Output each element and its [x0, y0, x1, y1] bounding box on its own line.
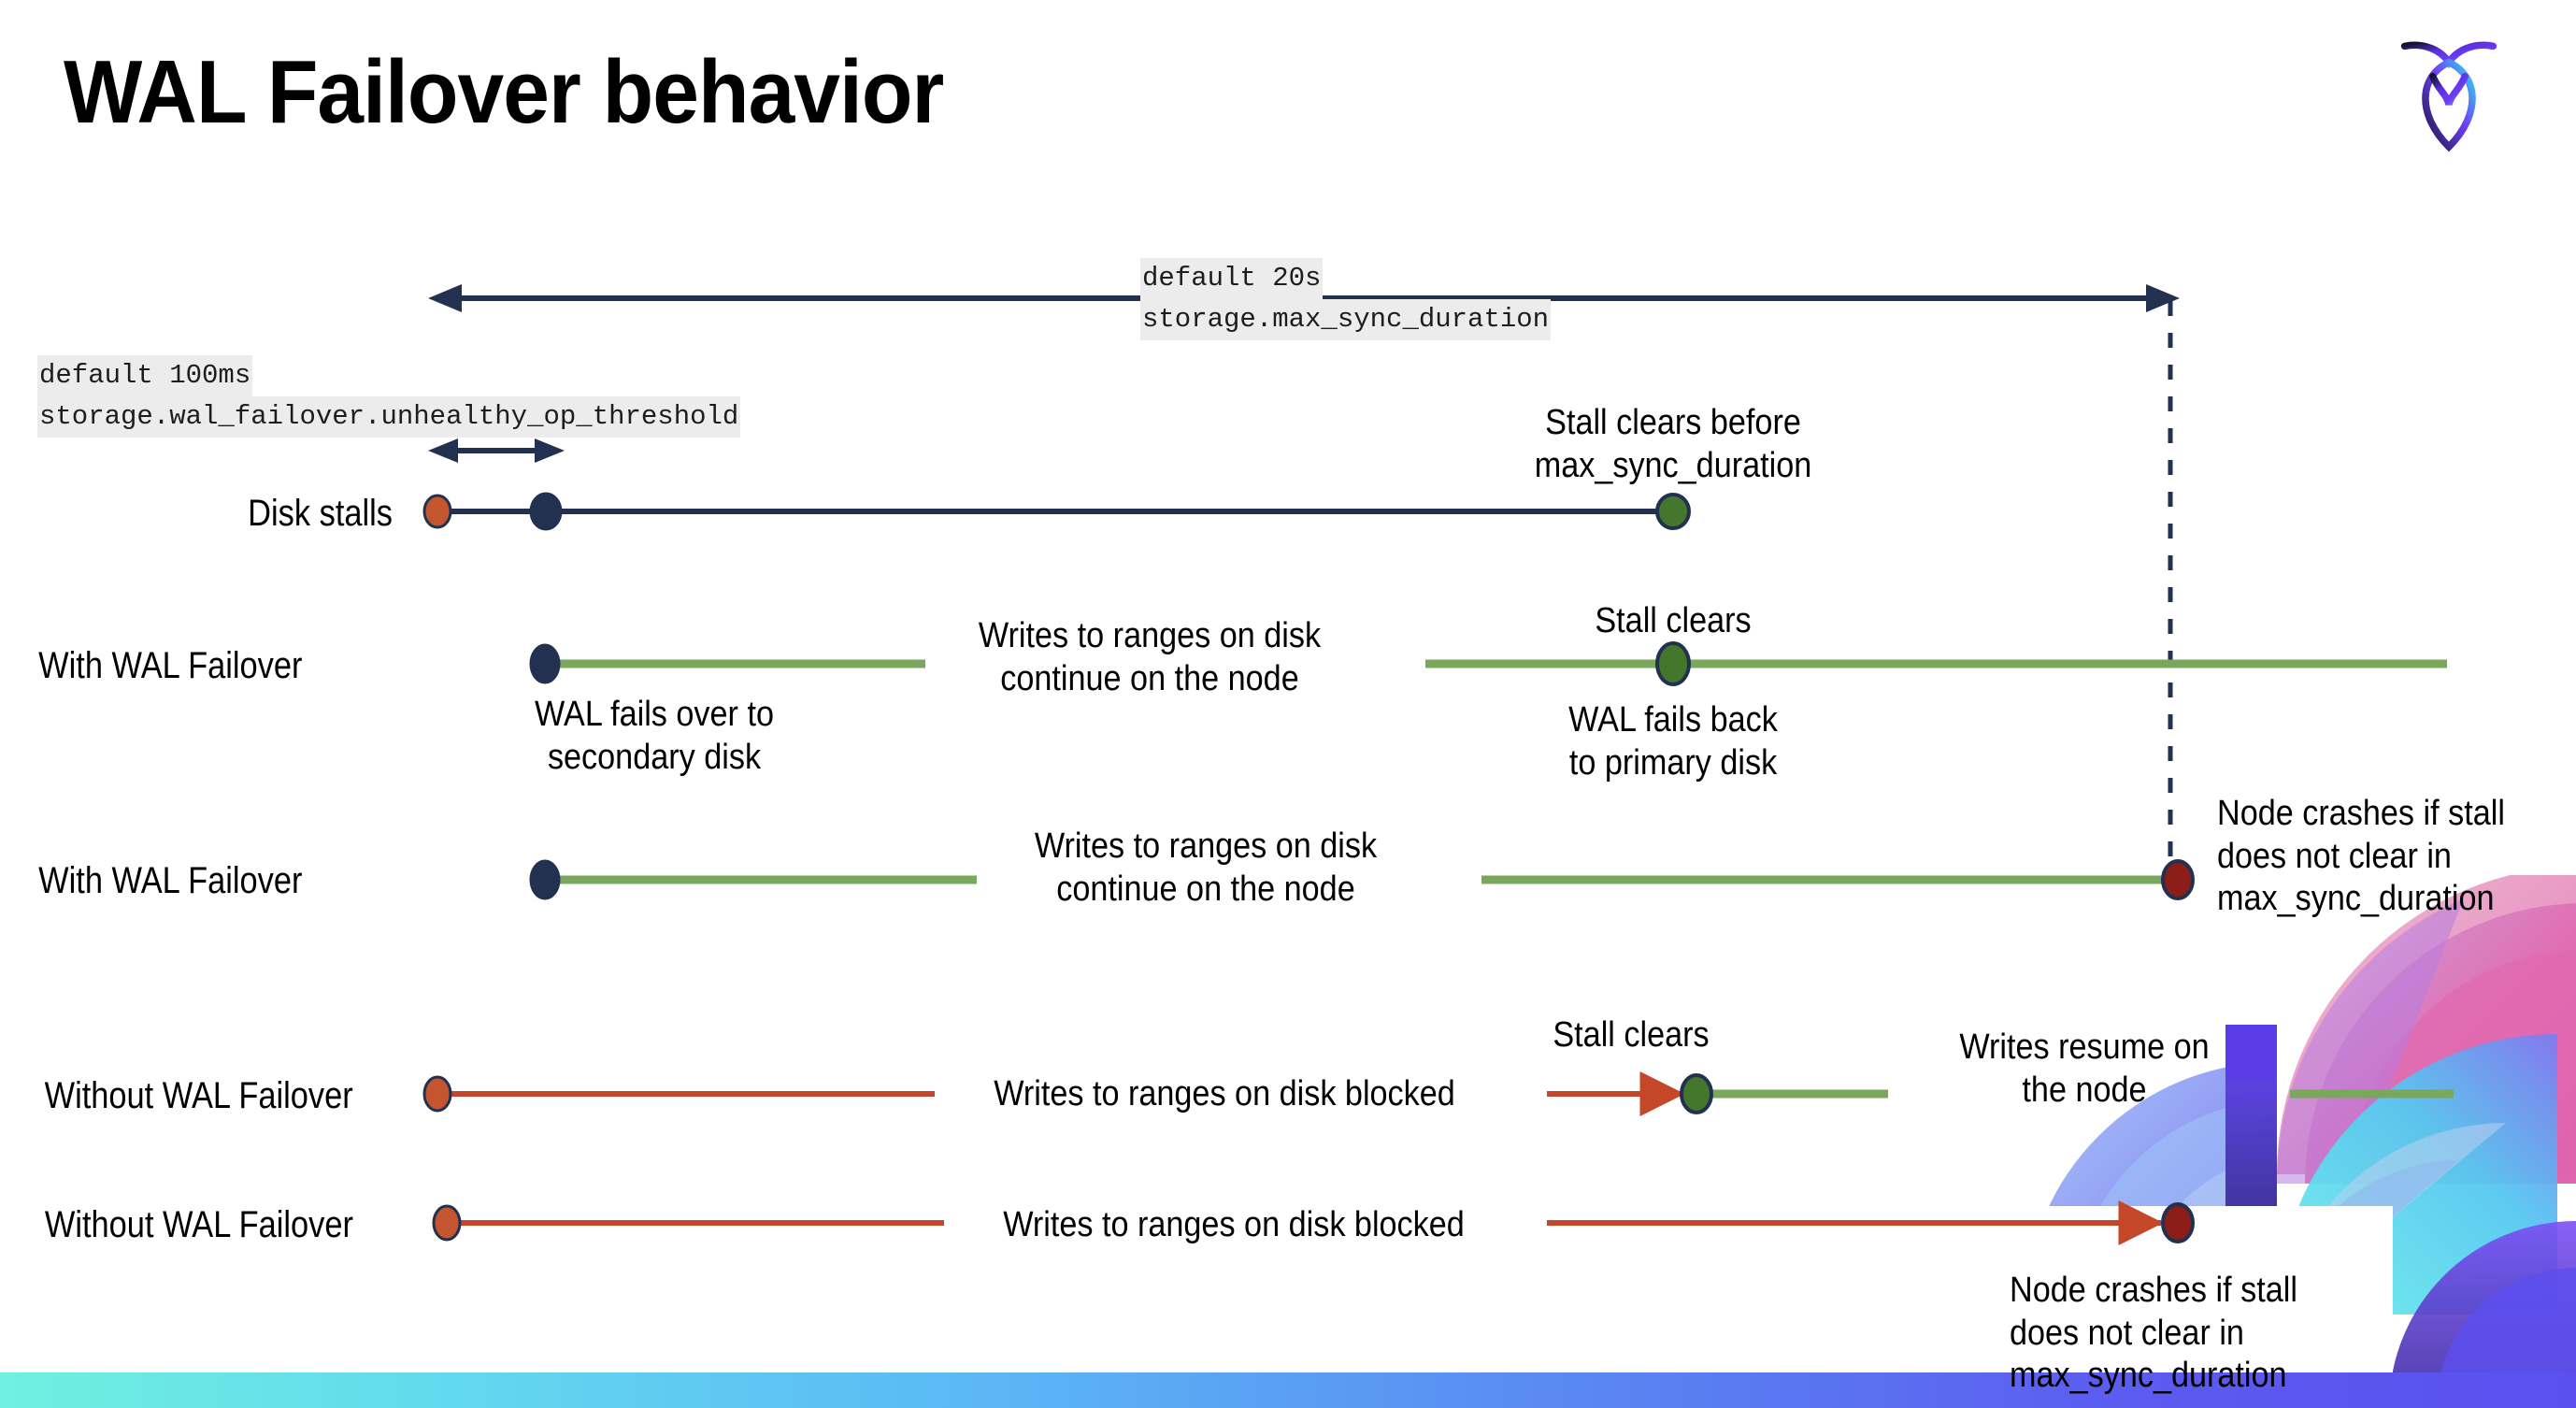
marker-stall-clears — [1680, 1073, 1713, 1114]
note-stall-clears-a: Stall clears — [1595, 601, 1752, 640]
marker-failover — [529, 859, 561, 900]
page-title: WAL Failover behavior — [64, 42, 944, 142]
row-with-wal-failover-2-track — [529, 859, 2195, 900]
row-disk-stalls-track — [422, 492, 1691, 531]
max-sync-duration-default: default 20s — [1140, 258, 1324, 299]
row-label-without-wal-failover-2: Without WAL Failover — [44, 1204, 353, 1245]
cockroachdb-logo — [2388, 28, 2510, 159]
note-wal-fails-back: WAL fails back to primary disk — [1568, 700, 1778, 783]
marker-stall-start — [422, 1075, 452, 1113]
row-with-wal-failover-1-track — [529, 641, 2447, 686]
marker-failover — [529, 643, 561, 684]
max-sync-duration-setting: storage.max_sync_duration — [1140, 299, 1552, 340]
row-without-wal-failover-1-track — [422, 1071, 2454, 1116]
marker-failover — [529, 492, 563, 531]
row-label-with-wal-failover-1: With WAL Failover — [38, 645, 303, 686]
note-writes-blocked-a: Writes to ranges on disk blocked — [994, 1074, 1455, 1113]
note-wal-fails-over: WAL fails over to secondary disk — [535, 695, 774, 777]
note-stall-clears-before: Stall clears before max_sync_duration — [1534, 403, 1812, 485]
marker-node-crash — [2161, 1202, 2195, 1243]
note-writes-blocked-b: Writes to ranges on disk blocked — [1003, 1205, 1465, 1244]
row-label-without-wal-failover-1: Without WAL Failover — [44, 1075, 353, 1116]
note-writes-continue-b: Writes to ranges on disk continue on the… — [1034, 826, 1378, 909]
note-node-crashes-b: Node crashes if stall does not clear in … — [2010, 1271, 2297, 1396]
unhealthy-op-threshold-default: default 100ms — [37, 355, 253, 396]
note-node-crashes-a: Node crashes if stall does not clear in … — [2217, 794, 2505, 919]
bottom-gradient-bar — [0, 1372, 2576, 1408]
marker-node-crash — [2161, 859, 2195, 900]
note-stall-clears-b: Stall clears — [1553, 1015, 1710, 1055]
marker-stall-clears — [1655, 641, 1691, 686]
unhealthy-op-threshold-setting: storage.wal_failover.unhealthy_op_thresh… — [37, 396, 741, 438]
row-without-wal-failover-2-track — [432, 1200, 2195, 1245]
marker-stall-start — [422, 494, 452, 529]
note-writes-continue-a: Writes to ranges on disk continue on the… — [978, 616, 1322, 698]
marker-stall-start — [432, 1204, 462, 1242]
marker-stall-clears — [1655, 493, 1691, 530]
row-label-disk-stalls: Disk stalls — [248, 493, 393, 534]
row-label-with-wal-failover-2: With WAL Failover — [38, 860, 303, 901]
unhealthy-op-threshold-arrow — [428, 438, 565, 463]
note-writes-resume: Writes resume on the node — [1959, 1027, 2210, 1110]
